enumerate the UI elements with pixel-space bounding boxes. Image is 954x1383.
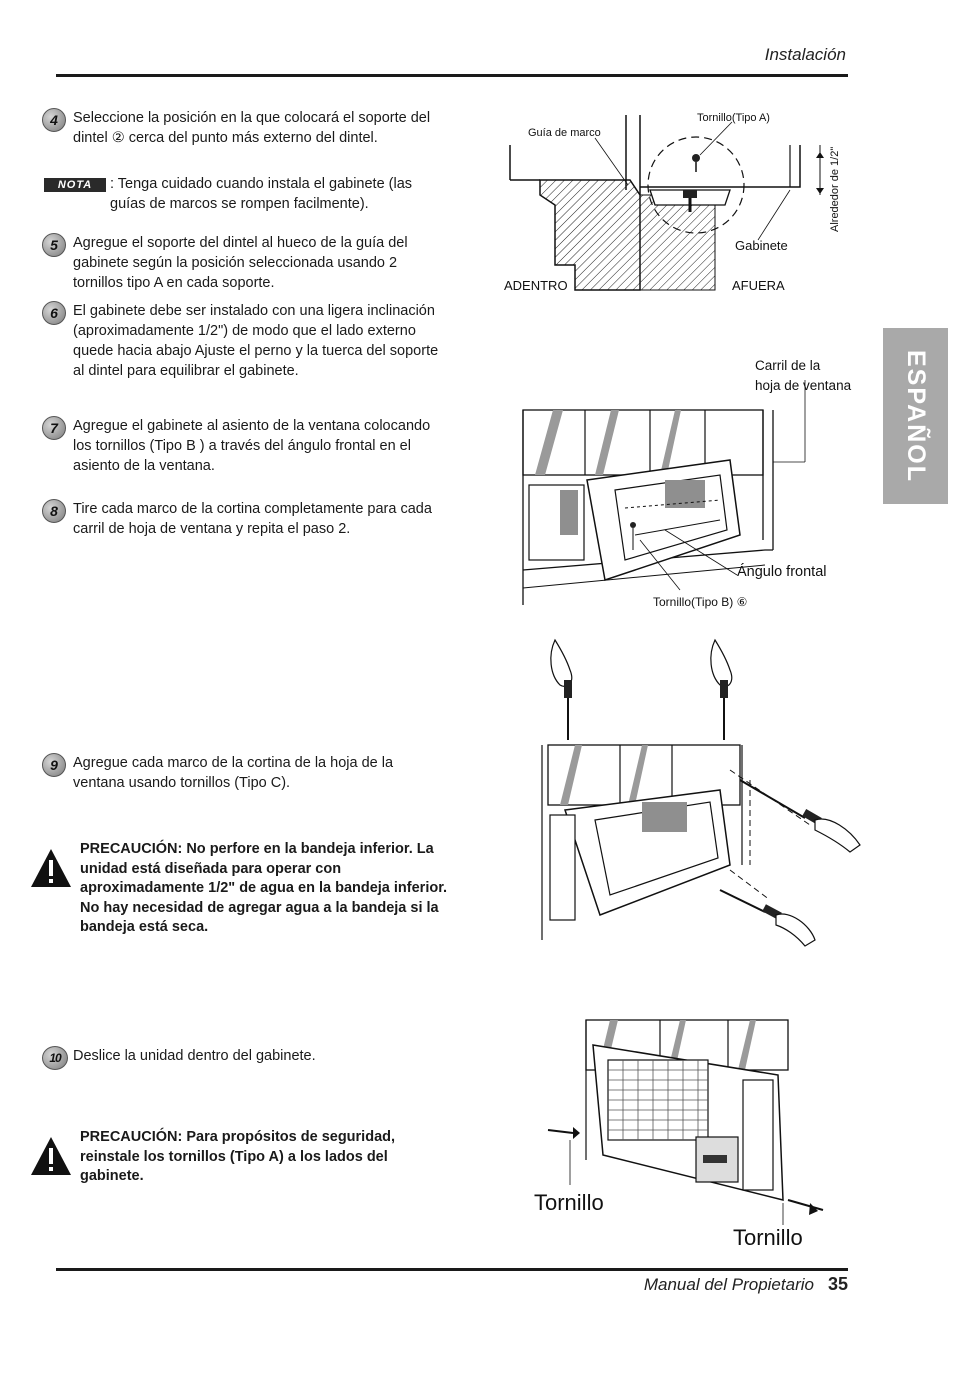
warning-icon — [31, 849, 71, 887]
header-rule — [56, 74, 848, 77]
footer-rule — [56, 1268, 848, 1271]
label-alrededor: Alrededor de 1/2" — [829, 147, 841, 232]
label-afuera: AFUERA — [732, 278, 785, 293]
step-7: 7 Agregue el gabinete al asiento de la v… — [42, 416, 442, 476]
label-tornillo-right: Tornillo — [733, 1225, 803, 1250]
language-tab-label: ESPAÑOL — [902, 349, 930, 483]
step-number: 9 — [42, 753, 66, 777]
step-number: 6 — [42, 301, 66, 325]
warning-icon — [31, 1137, 71, 1175]
figure-slide-unit: Tornillo Tornillo — [534, 1019, 824, 1250]
step-number: 10 — [42, 1046, 68, 1070]
step-text: Agregue cada marco de la cortina de la h… — [73, 755, 394, 791]
step-text: Agregue el soporte del dintel al hueco d… — [73, 235, 408, 291]
step-number: 5 — [42, 233, 66, 257]
step-4: 4 Seleccione la posición en la que coloc… — [42, 108, 442, 148]
label-guia: Guía de marco — [528, 127, 601, 139]
label-adentro: ADENTRO — [504, 278, 568, 293]
nota-text: : Tenga cuidado cuando instala el gabine… — [110, 176, 413, 212]
step-text: Seleccione la posición en la que colocar… — [73, 110, 431, 146]
language-tab: ESPAÑOL — [883, 328, 948, 504]
figure-front-angle: Carril de la hoja de ventana Ángulo fron… — [522, 358, 852, 609]
step-text: El gabinete debe ser instalado con una l… — [73, 303, 439, 379]
caution-text: PRECAUCIÓN: No perfore en la bandeja inf… — [80, 841, 448, 935]
footer-manual-title: Manual del Propietario — [643, 1275, 814, 1294]
label-tornillo-a: Tornillo(Tipo A) — [697, 112, 770, 124]
caution-reinstall-screws: PRECAUCIÓN: Para propósitos de seguridad… — [30, 1128, 450, 1187]
screwdriver-icon — [550, 638, 573, 740]
step-6: 6 El gabinete debe ser instalado con una… — [42, 301, 442, 381]
screwdriver-icon — [739, 779, 861, 853]
label-carril-2: hoja de ventana — [755, 378, 852, 393]
label-gabinete: Gabinete — [735, 238, 788, 253]
step-number: 4 — [42, 108, 66, 132]
figure-sill-bracket: Guía de marco Tornillo(Tipo A) Alrededor… — [504, 112, 841, 293]
step-5: 5 Agregue el soporte del dintel al hueco… — [42, 233, 442, 293]
figure-curtain-screws — [541, 638, 861, 947]
page-number: 35 — [827, 1274, 848, 1294]
step-number: 7 — [42, 416, 66, 440]
step-text: Deslice la unidad dentro del gabinete. — [73, 1048, 316, 1064]
caution-drain-pan: PRECAUCIÓN: No perfore en la bandeja inf… — [30, 840, 450, 938]
label-carril-1: Carril de la — [755, 358, 821, 373]
step-10: 10 Deslice la unidad dentro del gabinete… — [42, 1046, 442, 1070]
step-text: Agregue el gabinete al asiento de la ven… — [73, 418, 431, 474]
header-section-title: Instalación — [764, 45, 846, 64]
caution-text: PRECAUCIÓN: Para propósitos de seguridad… — [80, 1129, 396, 1184]
step-9: 9 Agregue cada marco de la cortina de la… — [42, 753, 442, 793]
step-text: Tire cada marco de la cortina completame… — [73, 501, 432, 537]
footer: Manual del Propietario 35 — [644, 1274, 848, 1295]
label-angulo-frontal: Ángulo frontal — [737, 563, 826, 580]
nota-badge: NOTA — [44, 178, 106, 192]
label-tornillo-left: Tornillo — [534, 1190, 604, 1215]
screwdriver-icon — [710, 638, 733, 740]
screwdriver-icon — [719, 889, 816, 947]
step-number: 8 — [42, 499, 66, 523]
label-tornillo-b: Tornillo(Tipo B) ⑥ — [653, 595, 747, 609]
step-8: 8 Tire cada marco de la cortina completa… — [42, 499, 442, 539]
